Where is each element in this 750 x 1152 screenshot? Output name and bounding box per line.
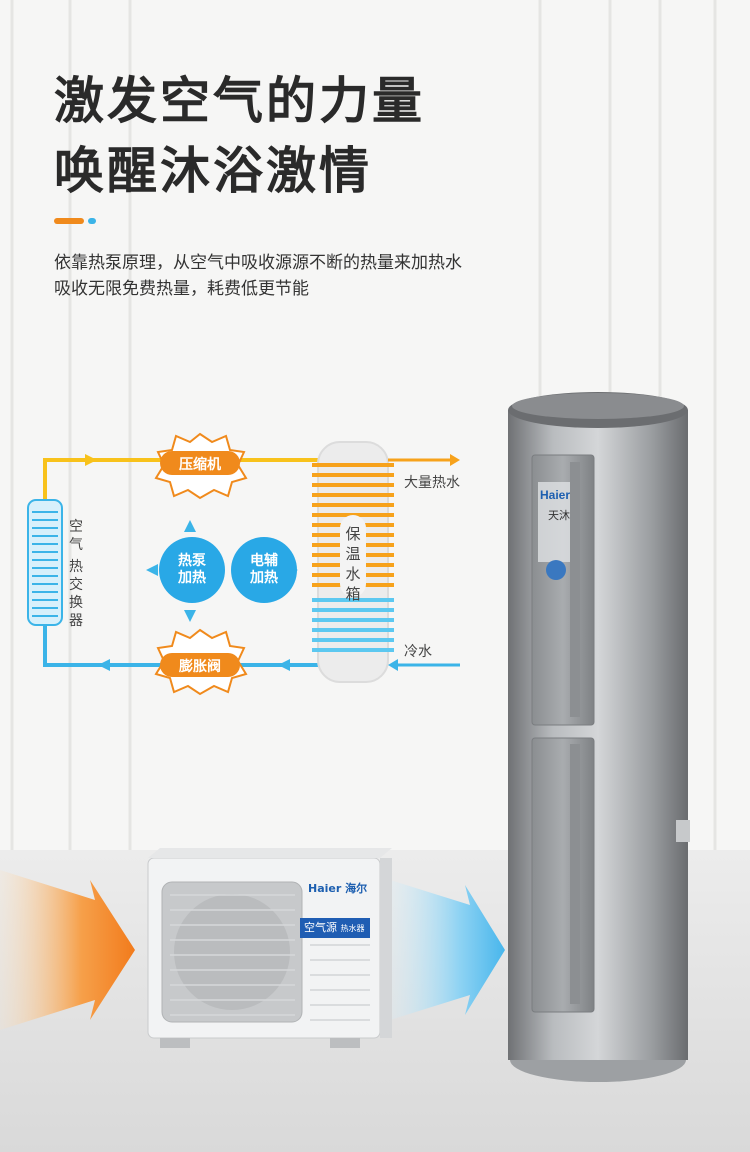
heat-exchanger-label: 空 气 热 交 换 器 — [68, 518, 84, 630]
outdoor-unit — [147, 848, 392, 1048]
expansion-valve-label: 膨胀阀 — [179, 659, 221, 675]
cold-water-label: 冷水 — [404, 644, 432, 660]
accent-bar — [54, 218, 96, 224]
heat-pump-heating: 热泵 加热 — [159, 537, 225, 603]
tank-char: 箱 — [345, 585, 361, 603]
headline-line-2: 唤醒沐浴激情 — [54, 142, 372, 200]
description-line-1: 依靠热泵原理，从空气中吸收源源不断的热量来加热水 — [54, 253, 462, 273]
hx-char: 换 — [69, 595, 83, 611]
description-line-2: 吸收无限免费热量，耗费低更节能 — [54, 279, 309, 299]
hx-char: 器 — [69, 613, 83, 629]
hx-char: 交 — [69, 577, 83, 593]
tank-char: 温 — [345, 545, 361, 563]
hot-water-label: 大量热水 — [404, 475, 460, 491]
accent-bar-long — [54, 218, 84, 224]
description: 依靠热泵原理，从空气中吸收源源不断的热量来加热水 吸收无限免费热量，耗费低更节能 — [54, 250, 462, 302]
outdoor-label: 空气源 热水器 — [300, 918, 370, 938]
outdoor-brand-cn: 海尔 — [345, 882, 368, 895]
heat-pump-line-1: 热泵 — [178, 553, 206, 569]
hx-char: 气 — [69, 537, 83, 553]
heat-pump-diagram — [27, 432, 460, 696]
compressor-label: 压缩机 — [179, 457, 221, 473]
headline: 激发空气的力量 唤醒沐浴激情 — [54, 66, 425, 206]
heat-pump-line-2: 加热 — [178, 570, 206, 586]
accent-bar-dot — [88, 218, 96, 224]
tank-series-label: 天沐 — [548, 509, 570, 522]
tank-char: 保 — [345, 525, 361, 543]
hx-char: 空 — [69, 519, 83, 535]
hx-char: 热 — [69, 559, 83, 575]
outdoor-brand-logo: Haier 海尔 — [308, 880, 367, 896]
headline-line-1: 激发空气的力量 — [54, 72, 425, 130]
outdoor-label-sub: 热水器 — [340, 924, 365, 933]
tank-char: 水 — [345, 565, 361, 583]
electric-aux-heating: 电辅 加热 — [231, 537, 297, 603]
tank-label: 保 温 水 箱 — [345, 524, 361, 604]
electric-line-2: 加热 — [250, 570, 278, 586]
heat-exchanger-coil — [27, 499, 63, 626]
water-tank — [508, 392, 690, 1082]
outdoor-label-main: 空气源 — [304, 921, 337, 934]
outdoor-brand-en: Haier — [308, 882, 342, 895]
electric-line-1: 电辅 — [250, 553, 278, 569]
tank-brand-logo: Haier — [540, 488, 571, 502]
